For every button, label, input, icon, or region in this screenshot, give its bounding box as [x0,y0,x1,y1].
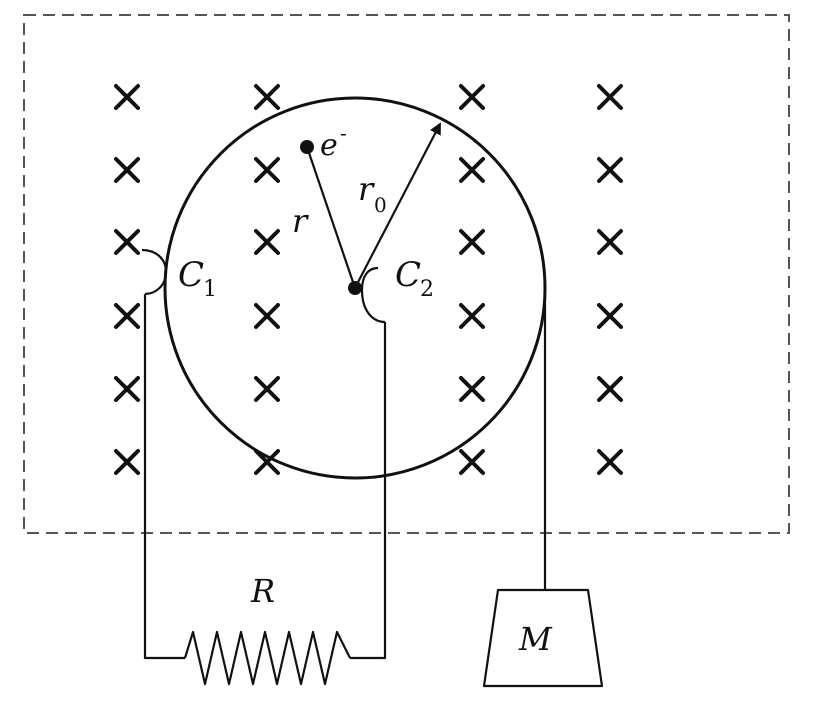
field-cross-icon [114,449,140,475]
radius-r-line [305,146,357,289]
field-region-boundary [23,14,790,534]
label-c1-sub: 1 [203,277,217,302]
field-cross-icon [114,84,140,110]
field-cross-icon [459,84,485,110]
radius-r0-arrow [354,122,441,289]
field-cross-icon [597,157,623,183]
hanging-mass [482,588,604,688]
field-cross-icon [597,376,623,402]
field-cross-icon [254,303,280,329]
field-cross-icon [254,157,280,183]
label-electron-charge: - [340,121,347,145]
label-resistor: R [250,572,275,610]
label-electron: e [320,128,338,163]
field-cross-icon [459,229,485,255]
label-mass: M [518,620,553,658]
field-cross-icon [597,449,623,475]
label-c1: C [178,255,204,295]
label-c2: C [395,255,421,295]
field-cross-icon [459,376,485,402]
label-c2-sub: 2 [420,277,434,302]
resistor-r [183,630,351,686]
field-cross-icon [114,229,140,255]
field-cross-icon [254,376,280,402]
conducting-disk [163,96,547,480]
magnetic-field-crosses [114,84,623,475]
field-cross-icon [254,229,280,255]
field-cross-icon [114,303,140,329]
label-radius-r0-sub: 0 [374,193,387,217]
label-radius-r0: r [358,170,375,208]
field-cross-icon [254,84,280,110]
brush-c2-contact [360,266,386,324]
field-cross-icon [459,303,485,329]
field-cross-icon [459,449,485,475]
wire-c1-to-resistor [143,294,185,660]
field-cross-icon [597,303,623,329]
field-cross-icon [597,84,623,110]
field-cross-icon [114,157,140,183]
brush-c1-contact [141,248,168,296]
field-cross-icon [597,229,623,255]
field-cross-icon [114,376,140,402]
label-radius-r: r [292,202,309,240]
field-cross-icon [254,449,280,475]
field-cross-icon [459,157,485,183]
wire-c2-to-resistor [350,322,387,660]
